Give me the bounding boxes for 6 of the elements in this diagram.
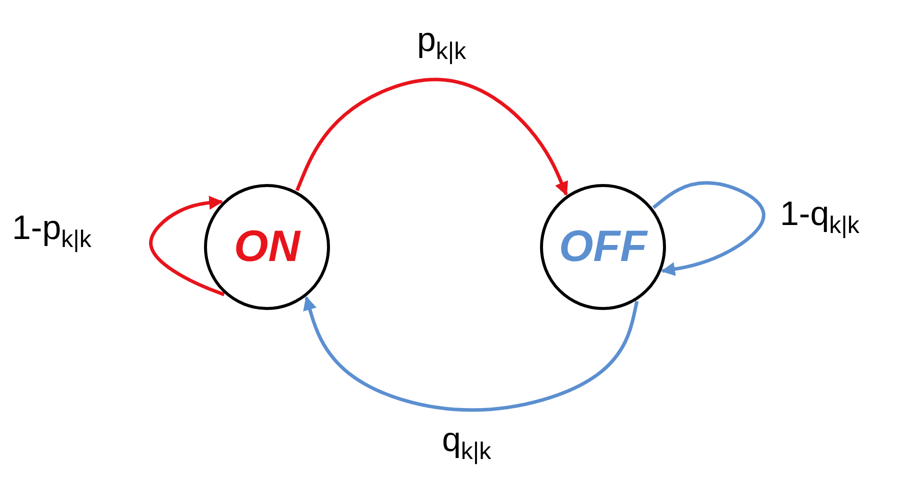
transition-arrow	[303, 296, 639, 412]
state-label: ON	[234, 222, 300, 272]
state-label: OFF	[559, 222, 647, 272]
transition-arrow	[652, 181, 766, 276]
transition-arrow	[295, 78, 568, 196]
transition-arrow	[149, 196, 225, 296]
